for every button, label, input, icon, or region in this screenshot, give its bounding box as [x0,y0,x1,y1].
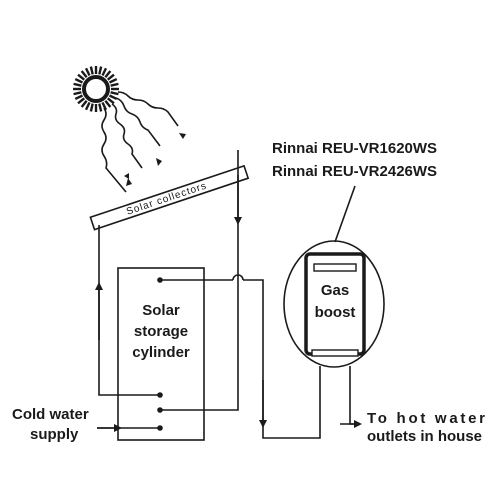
sun-ray [106,73,115,81]
hot-water-label-line-1: To hot water [367,410,485,427]
solar-collector-panel: Solar collectors [89,164,250,231]
sun-ray [73,91,82,96]
sun-ray [108,94,118,101]
sun-ray [110,91,119,96]
sun-ray [77,97,86,105]
pipework [95,150,362,439]
gas-boost-highlight-ellipse [283,240,385,368]
solar-collectors-label: Solar collectors [125,180,208,217]
cold-water-label-line-1: Cold water [12,406,89,423]
hot-water-label-line-2: outlets in house [367,428,482,445]
cylinder-label-line-2: storage [134,323,188,340]
sun-ray [73,82,82,87]
sun-ray [80,70,88,79]
sun-ray [98,66,103,75]
solar-storage-cylinder [117,267,205,441]
sun-ray [98,103,103,112]
sun-ray [89,103,94,112]
sun-ray [84,67,91,77]
model-label-line-2: Rinnai REU-VR2426WS [272,163,437,180]
solar-radiation-waves [101,91,186,193]
cold-water-label-line-2: supply [30,426,79,443]
sun-ray [89,66,94,75]
sun-ray [108,77,118,84]
sun-ray [74,94,84,101]
gas-boost-label-line-2: boost [315,304,356,321]
sun-ray [80,99,88,108]
sun-ray [101,67,108,77]
cylinder-label-line-3: cylinder [132,344,190,361]
sun-ray [74,77,84,84]
model-label-line-1: Rinnai REU-VR1620WS [272,140,437,157]
model-callout-leader [334,185,356,243]
sun-ray [106,97,115,105]
sun-ray [104,99,112,108]
gas-boost-unit [304,252,366,357]
sun-ray [104,70,112,79]
sun-ray [101,101,108,111]
gas-boost-label-line-1: Gas [321,282,349,299]
sun-ray [77,73,86,81]
sun-icon [73,66,119,112]
cylinder-label-line-1: Solar [142,302,180,319]
sun-ray [110,82,119,87]
sun-ray [84,101,91,111]
